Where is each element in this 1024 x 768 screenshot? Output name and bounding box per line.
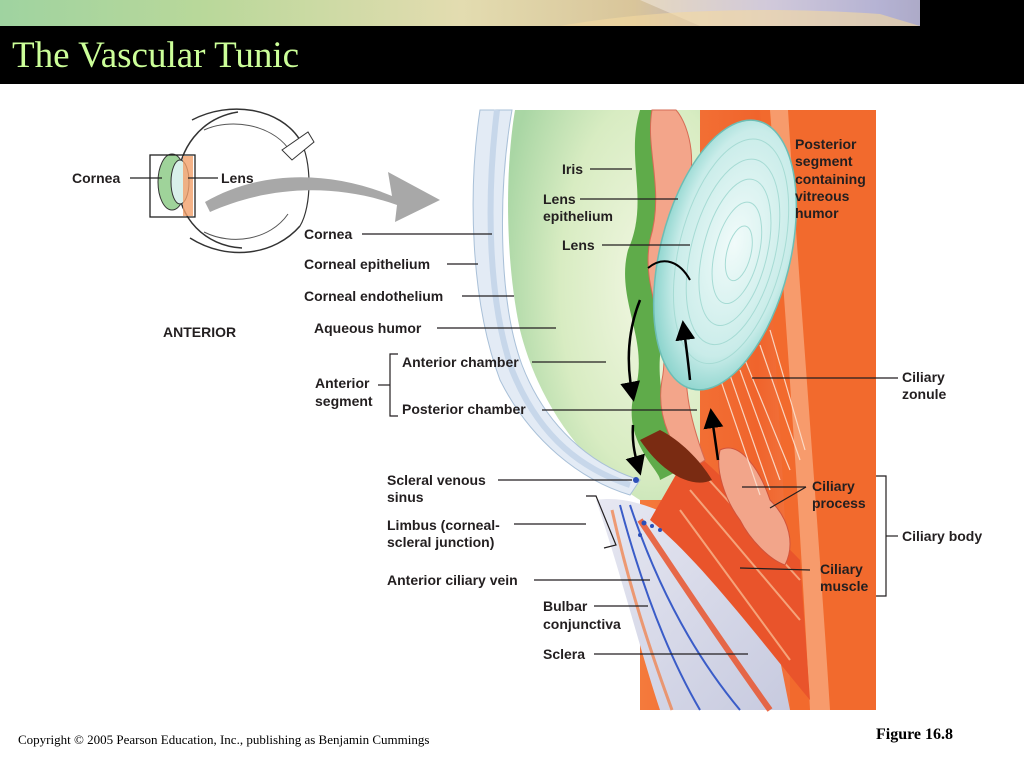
anterior-label: ANTERIOR: [163, 324, 236, 340]
label-ciliary-muscle-line2: muscle: [820, 578, 868, 594]
zoom-arrow: [205, 172, 440, 222]
leader-lines: [362, 168, 898, 655]
label-lens-epithelium-line1: Lens: [543, 191, 576, 207]
label-anterior-segment-line2: segment: [315, 393, 373, 409]
label-posterior-segment-line3: containing: [795, 171, 866, 187]
label-ciliary-body: Ciliary body: [902, 528, 982, 544]
label-limbus-line2: scleral junction): [387, 534, 494, 550]
label-ciliary-zonule-line1: Ciliary: [902, 369, 945, 385]
label-limbus-line1: Limbus (corneal-: [387, 517, 500, 533]
label-corneal-endothelium: Corneal endothelium: [304, 288, 443, 304]
label-lens-epithelium-line2: epithelium: [543, 208, 613, 224]
slide-title: The Vascular Tunic: [12, 35, 300, 76]
small-eye-lens-label: Lens: [221, 170, 254, 186]
label-cornea: Cornea: [304, 226, 352, 242]
label-ciliary-muscle-line1: Ciliary: [820, 561, 863, 577]
label-lens: Lens: [562, 237, 595, 253]
title-bar: [0, 26, 1024, 84]
label-bulbar-conjunctiva-line1: Bulbar: [543, 598, 588, 614]
label-posterior-segment-line1: Posterior: [795, 136, 857, 152]
label-scleral-venous-sinus-line1: Scleral venous: [387, 472, 486, 488]
label-ciliary-process-line1: Ciliary: [812, 478, 855, 494]
label-posterior-chamber: Posterior chamber: [402, 401, 526, 417]
label-posterior-segment-line2: segment: [795, 153, 853, 169]
label-posterior-segment-line5: humor: [795, 205, 839, 221]
label-sclera: Sclera: [543, 646, 585, 662]
copyright-notice: Copyright © 2005 Pearson Education, Inc.…: [18, 732, 430, 747]
label-aqueous-humor: Aqueous humor: [314, 320, 422, 336]
label-anterior-segment-line1: Anterior: [315, 375, 370, 391]
label-posterior-segment-line4: vitreous: [795, 188, 850, 204]
label-ciliary-zonule-line2: zonule: [902, 386, 947, 402]
label-corneal-epithelium: Corneal epithelium: [304, 256, 430, 272]
label-iris: Iris: [562, 161, 583, 177]
label-bulbar-conjunctiva-line2: conjunctiva: [543, 616, 621, 632]
label-scleral-venous-sinus-line2: sinus: [387, 489, 424, 505]
label-ciliary-process-line2: process: [812, 495, 866, 511]
label-anterior-ciliary-vein: Anterior ciliary vein: [387, 572, 518, 588]
eye-vascular-tunic-diagram: Cornea Lens ANTERIOR: [72, 108, 982, 712]
label-anterior-chamber: Anterior chamber: [402, 354, 519, 370]
decorative-header-strip: [0, 0, 1024, 26]
figure-number: Figure 16.8: [876, 726, 954, 743]
small-eye-cornea-label: Cornea: [72, 170, 120, 186]
